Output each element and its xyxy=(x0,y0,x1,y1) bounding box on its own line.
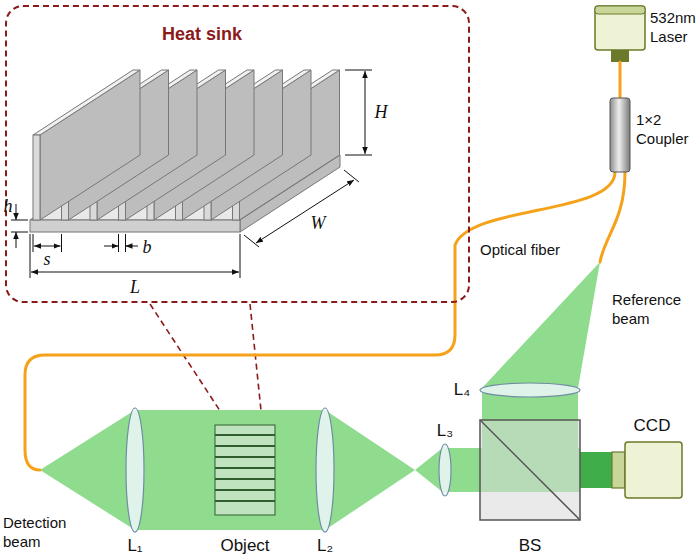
dimension-arrow xyxy=(256,180,354,243)
beam-label: Detection beam xyxy=(3,513,85,551)
lenses xyxy=(126,383,580,532)
dimension-lines xyxy=(11,70,372,278)
fin xyxy=(33,70,140,220)
lens xyxy=(126,408,144,532)
fin-top xyxy=(33,70,140,135)
dimension-label: L xyxy=(130,277,140,297)
dimension-arrow xyxy=(31,272,239,273)
dimension-arrow xyxy=(365,71,366,154)
callout-box: Heat sink xyxy=(5,5,470,303)
lens-label: L₂ xyxy=(317,536,333,556)
lens-label: L₄ xyxy=(454,380,470,400)
fiber-coupler xyxy=(610,98,630,172)
leader-line xyxy=(250,304,262,420)
camera-body xyxy=(625,442,682,498)
lens xyxy=(439,444,451,496)
fin-front xyxy=(33,135,40,220)
extension-line xyxy=(240,234,241,278)
component-label: BS xyxy=(519,536,542,556)
object-body xyxy=(215,425,275,515)
callout-leaders xyxy=(150,304,262,420)
splitter-diagonal xyxy=(480,420,580,520)
extension-line xyxy=(61,234,62,252)
dimension-label: s xyxy=(43,249,50,269)
beam-label: Reference beam xyxy=(612,290,694,328)
component-label: 1×2 Coupler xyxy=(636,110,696,148)
combined-beam xyxy=(580,452,612,488)
fin-edge xyxy=(215,434,275,436)
dimension-arrow xyxy=(16,232,17,248)
dimension-arrow xyxy=(34,246,61,247)
lens xyxy=(316,408,334,532)
laser-nozzle xyxy=(611,50,629,62)
ccd-camera xyxy=(612,442,682,498)
base-front xyxy=(30,220,240,232)
fin-edge xyxy=(215,445,275,447)
detection-beam xyxy=(40,410,135,530)
dimension-label: W xyxy=(311,213,326,233)
laser-body xyxy=(595,6,645,50)
dimension-arrow xyxy=(104,246,119,247)
reference-beam xyxy=(482,262,600,388)
dimension-arrow xyxy=(126,246,139,247)
extension-line xyxy=(244,235,259,247)
extension-line xyxy=(33,234,34,252)
laser-top xyxy=(595,6,645,14)
dimension-arrow xyxy=(16,204,17,220)
optical-fibers xyxy=(25,62,625,470)
fin-edge xyxy=(215,489,275,491)
component-label: CCD xyxy=(634,416,671,436)
fiber xyxy=(25,172,615,470)
object-sample xyxy=(215,425,275,515)
dimension-label: b xyxy=(143,237,152,257)
callout-heading: Heat sink xyxy=(102,23,302,45)
dimension-label: H xyxy=(375,102,388,122)
fin-side xyxy=(40,70,140,220)
collimated-beam xyxy=(135,410,325,530)
extension-line xyxy=(118,234,119,252)
lens-label: L₁ xyxy=(127,536,142,556)
extension-line xyxy=(11,220,28,221)
extension-line xyxy=(344,170,359,182)
component-label: Optical fiber xyxy=(480,240,580,259)
fiber xyxy=(600,172,625,262)
extension-line xyxy=(345,70,372,71)
laser-source xyxy=(595,6,645,62)
extension-line xyxy=(125,234,126,252)
fin-edge xyxy=(215,500,275,502)
component-label: 532nm Laser xyxy=(650,8,698,46)
lens xyxy=(480,383,580,397)
lens-label: L₃ xyxy=(437,421,453,441)
fiber xyxy=(619,62,622,98)
camera-lens xyxy=(612,452,625,488)
component-label: Object xyxy=(220,536,269,556)
extension-line xyxy=(30,234,31,278)
beam-splitter xyxy=(480,420,580,520)
cube xyxy=(480,420,580,520)
fin-edge xyxy=(215,467,275,469)
leader-line xyxy=(150,304,226,420)
extension-line xyxy=(345,155,372,156)
fin-edge xyxy=(215,456,275,458)
fin-edge xyxy=(215,478,275,480)
extension-line xyxy=(11,232,28,233)
dimension-label: h xyxy=(4,196,13,216)
fin-edges xyxy=(215,435,275,501)
heat-sink-fins xyxy=(33,70,340,220)
converging-beam xyxy=(325,410,415,530)
